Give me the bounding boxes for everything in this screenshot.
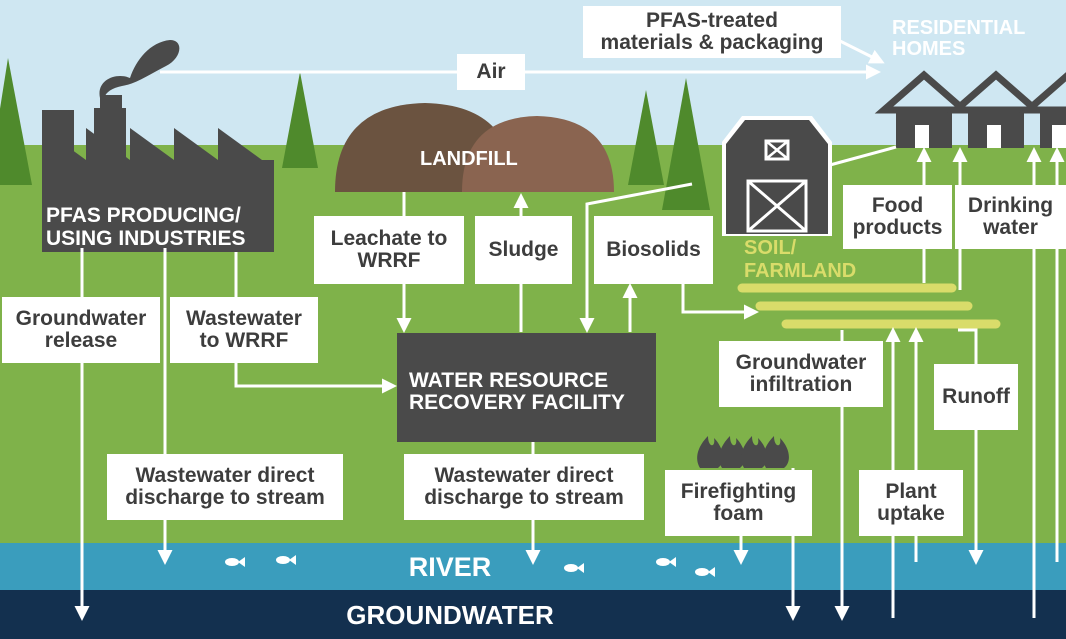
tree-icon — [628, 90, 664, 185]
plant-uptake-label: Plant uptake — [859, 470, 963, 536]
house-icon — [874, 70, 974, 148]
river-title: RIVER — [408, 552, 492, 582]
groundwater-band — [0, 590, 1066, 639]
drinking-water-label: Drinking water — [955, 185, 1066, 249]
landfill-mound — [462, 116, 614, 192]
barn-icon — [722, 116, 832, 236]
smoke-icon — [99, 40, 180, 98]
arrow-runoff — [958, 328, 984, 565]
air-label: Air — [457, 54, 525, 90]
fish-icon — [564, 563, 584, 573]
direct-discharge-wrrf-label: Wastewater direct discharge to stream — [404, 454, 644, 520]
landfill-title: LANDFILL — [420, 148, 518, 170]
tree-icon — [282, 72, 318, 168]
runoff-label: Runoff — [934, 364, 1018, 430]
house-icon — [1018, 72, 1066, 148]
tree-icon — [662, 78, 710, 210]
groundwater-release-label: Groundwater release — [2, 297, 160, 363]
leachate-label: Leachate to WRRF — [314, 216, 464, 284]
food-products-label: Food products — [843, 185, 952, 249]
packaging-label: PFAS-treated materials & packaging — [583, 6, 841, 58]
fish-icon — [695, 567, 715, 577]
arrow-homes-barn — [829, 145, 897, 167]
wrrf-box — [397, 333, 656, 442]
homes-title: RESIDENTIAL HOMES — [892, 17, 1026, 60]
arrow-barn-to-wrrf — [579, 182, 693, 333]
arrow-wastewater-to-wrrf — [234, 252, 397, 394]
biosolids-label: Biosolids — [594, 216, 713, 284]
wrrf-title: WATER RESOURCE RECOVERY FACILITY — [409, 369, 625, 414]
firefighting-foam-label: Firefighting foam — [665, 470, 812, 536]
factory-icon — [42, 95, 274, 252]
soil-title: SOIL/ FARMLAND — [744, 237, 857, 282]
fish-icon — [225, 557, 245, 567]
fish-icon — [656, 557, 676, 567]
tree-icon — [0, 58, 32, 185]
sludge-label: Sludge — [475, 216, 572, 284]
arrow-biosolids-to-soil — [681, 280, 759, 320]
arrow-packaging — [837, 38, 885, 64]
direct-discharge-industry-label: Wastewater direct discharge to stream — [107, 454, 343, 520]
groundwater-title: GROUNDWATER — [346, 600, 554, 630]
fish-icon — [276, 555, 296, 565]
groundwater-infiltration-label: Groundwater infiltration — [719, 341, 883, 407]
fire-icon — [697, 436, 789, 468]
wastewater-to-wrrf-label: Wastewater to WRRF — [170, 297, 318, 363]
industries-title: PFAS PRODUCING/ USING INDUSTRIES — [46, 204, 246, 250]
house-icon — [946, 70, 1046, 148]
